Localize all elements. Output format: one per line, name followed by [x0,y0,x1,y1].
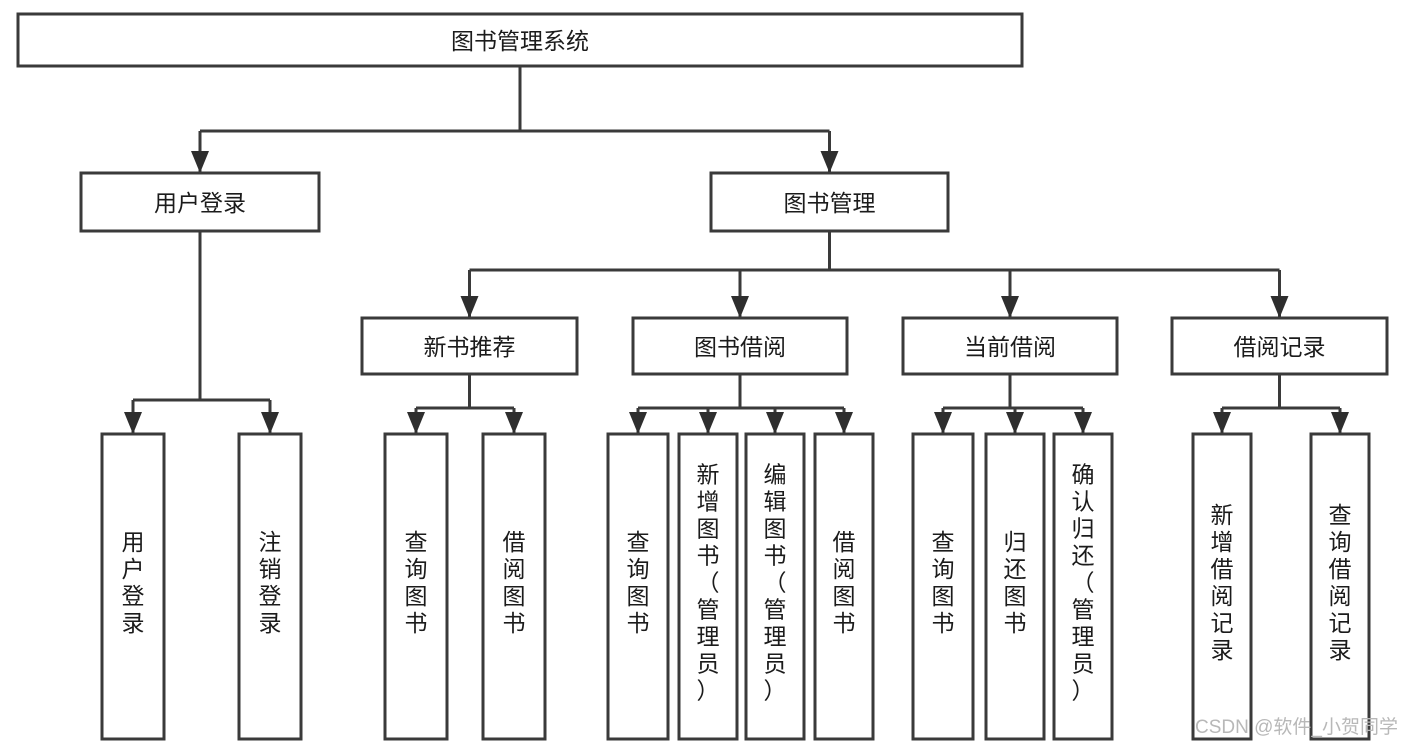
node-l4-6[interactable]: 编辑图书（管理员） [744,432,806,741]
node-l3-1-label: 图书借阅 [694,334,786,360]
root-arrow-0 [191,151,209,173]
node-l4-1-rect [237,432,303,741]
record-arrow-0 [1213,412,1231,434]
userlogin-arrow-1 [261,412,279,434]
newbook-arrow-1 [505,412,523,434]
node-l2-0[interactable]: 用户登录 [79,171,321,233]
node-l2-0-rect [79,171,321,233]
node-l3-1-rect [631,316,849,376]
bookmgmt-arrow-1 [731,296,749,318]
node-l2-1[interactable]: 图书管理 [709,171,950,233]
current-arrow-0 [934,412,952,434]
node-l3-3-label: 借阅记录 [1234,334,1326,360]
node-l4-0[interactable]: 用户登录 [100,432,166,741]
node-l2-1-rect [709,171,950,233]
node-l4-2[interactable]: 查询图书 [383,432,449,741]
node-l3-3-rect [1170,316,1389,376]
node-root-图书管理系统[interactable]: 图书管理系统 [16,12,1024,68]
node-l4-2-rect [383,432,449,741]
node-l2-0-label: 用户登录 [154,190,246,216]
node-l4-12[interactable]: 查询借阅记录 [1309,432,1371,741]
bookmgmt-arrow-2 [1001,296,1019,318]
root-arrow-1 [820,151,839,173]
node-l4-4[interactable]: 查询图书 [606,432,670,741]
node-l4-9-rect [984,432,1046,741]
node-l3-0-label: 新书推荐 [424,334,516,360]
node-l4-8[interactable]: 查询图书 [911,432,975,741]
node-l4-12-rect [1309,432,1371,741]
node-l3-3[interactable]: 借阅记录 [1170,316,1389,376]
node-l4-12-label: 查询借阅记录 [1329,502,1352,663]
node-root-图书管理系统-rect [16,12,1024,68]
borrow-arrow-2 [766,412,784,434]
node-l4-3-label: 借阅图书 [503,529,526,636]
bookmgmt-arrow-3 [1270,296,1289,318]
bookmgmt-arrow-0 [460,296,479,318]
record-arrow-1 [1331,412,1349,434]
borrow-arrow-3 [835,412,853,434]
node-l3-2-label: 当前借阅 [964,334,1056,360]
userlogin-arrow-0 [124,412,142,434]
node-l4-8-rect [911,432,975,741]
connector-layer [124,66,1349,434]
node-l3-0-rect [360,316,579,376]
node-l3-2[interactable]: 当前借阅 [901,316,1119,376]
node-l4-7-label: 借阅图书 [833,529,856,636]
node-l4-9-label: 归还图书 [1004,529,1027,636]
node-l4-0-rect [100,432,166,741]
borrow-arrow-0 [629,412,647,434]
node-l4-5-rect [677,432,739,741]
node-l4-10[interactable]: 确认归还（管理员） [1052,432,1114,741]
node-l4-11-rect [1191,432,1253,741]
node-root-图书管理系统-label: 图书管理系统 [451,28,589,54]
node-l2-1-label: 图书管理 [784,190,876,216]
node-l3-1[interactable]: 图书借阅 [631,316,849,376]
node-l4-0-label: 用户登录 [122,529,145,636]
node-l4-8-label: 查询图书 [932,529,955,636]
current-arrow-2 [1074,412,1092,434]
node-l4-7[interactable]: 借阅图书 [813,432,875,741]
node-l4-1-label: 注销登录 [259,529,282,636]
node-l3-2-rect [901,316,1119,376]
node-l4-2-label: 查询图书 [405,529,428,636]
node-l4-9[interactable]: 归还图书 [984,432,1046,741]
node-l3-0[interactable]: 新书推荐 [360,316,579,376]
node-l4-11[interactable]: 新增借阅记录 [1191,432,1253,741]
node-l4-6-rect [744,432,806,741]
node-l4-5-label: 新增图书（管理员） [697,462,720,704]
node-l4-10-label: 确认归还（管理员） [1072,462,1095,704]
node-l4-3[interactable]: 借阅图书 [481,432,547,741]
node-l4-1[interactable]: 注销登录 [237,432,303,741]
node-l4-4-rect [606,432,670,741]
node-l4-5[interactable]: 新增图书（管理员） [677,432,739,741]
node-l4-10-rect [1052,432,1114,741]
newbook-arrow-0 [407,412,425,434]
node-l4-3-rect [481,432,547,741]
watermark-label: CSDN @软件_小贺同学 [1195,716,1398,738]
node-l4-11-label: 新增借阅记录 [1211,502,1234,663]
node-l4-7-rect [813,432,875,741]
node-l4-4-label: 查询图书 [627,529,650,636]
node-layer: 图书管理系统用户登录图书管理新书推荐图书借阅当前借阅借阅记录用户登录注销登录查询… [16,12,1389,741]
node-l4-6-label: 编辑图书（管理员） [764,462,787,704]
current-arrow-1 [1006,412,1024,434]
borrow-arrow-1 [699,412,717,434]
